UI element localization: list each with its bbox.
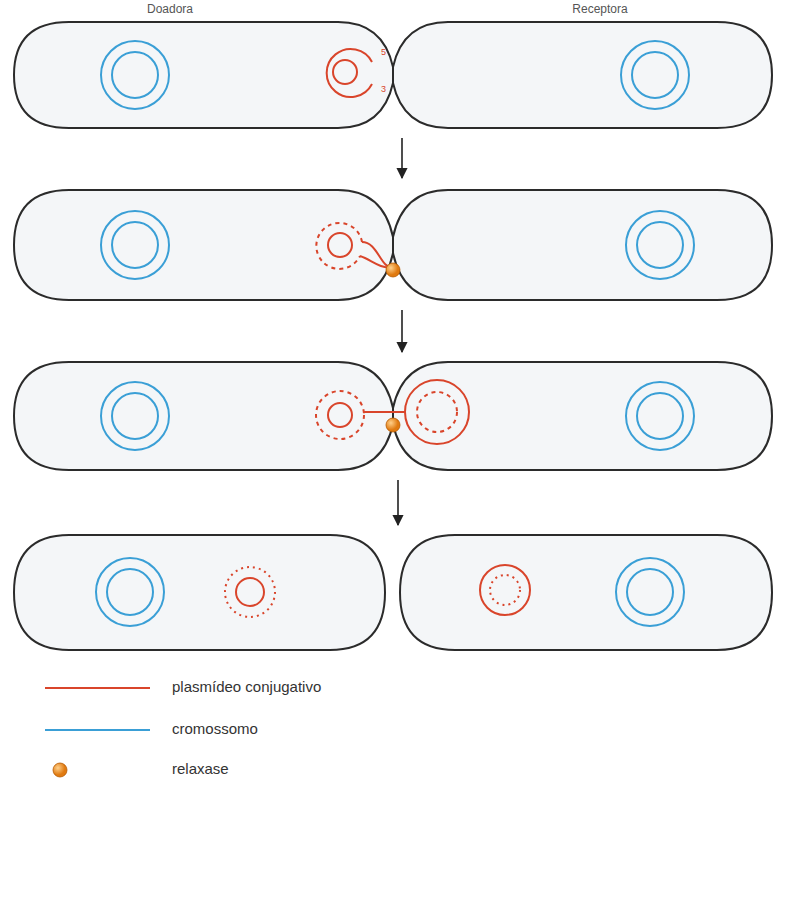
cell-role-label: Doadora [147,3,193,17]
relaxase-dot [386,418,400,432]
relaxase-dot [386,263,400,277]
legend-text: plasmídeo conjugativo [172,678,321,695]
chromosome [626,382,694,450]
plasmid-strand [480,565,530,615]
plasmid-strand [490,575,520,605]
chromosome [96,558,164,626]
cell-role-label: Receptora [572,3,627,17]
plasmid-strand [405,380,469,444]
plasmid-strand [225,567,275,617]
chromosome [112,222,158,268]
step-arrow [401,138,403,178]
plasmid-strand [328,233,352,257]
chromosome [621,41,689,109]
legend-sample [45,729,150,731]
bacterial-cell [14,190,393,300]
bacterial-cell [400,535,772,650]
plasmid-strand [364,411,405,413]
chromosome [637,222,683,268]
bacterial-cell [14,22,393,128]
chromosome [616,558,684,626]
strand-end-label: 3 [381,84,386,94]
plasmid-strand [328,403,352,427]
chromosome [101,41,169,109]
bacterial-cell [14,535,385,650]
chromosome [112,393,158,439]
chromosome [101,211,169,279]
legend-text: cromossomo [172,720,258,737]
strand-end-label: 5 [381,47,386,57]
plasmid-strand [316,223,362,269]
chromosome [626,211,694,279]
legend-text: relaxase [172,760,229,777]
chromosome [627,569,673,615]
chromosome [107,569,153,615]
chromosome [112,52,158,98]
bacterial-cell [14,362,393,470]
plasmid-strand [316,391,364,439]
bacterial-cell [393,190,772,300]
legend-sample [45,687,150,689]
bacterial-cell [393,362,772,470]
legend-sample [53,763,67,777]
plasmid-strand [327,49,372,97]
chromosome [101,382,169,450]
plasmid-strand [333,60,357,84]
step-arrow [397,480,399,525]
chromosome [637,393,683,439]
chromosome [632,52,678,98]
step-arrow [401,310,403,352]
plasmid-strand [236,578,264,606]
plasmid-strand [417,392,457,432]
bacterial-cell [393,22,772,128]
